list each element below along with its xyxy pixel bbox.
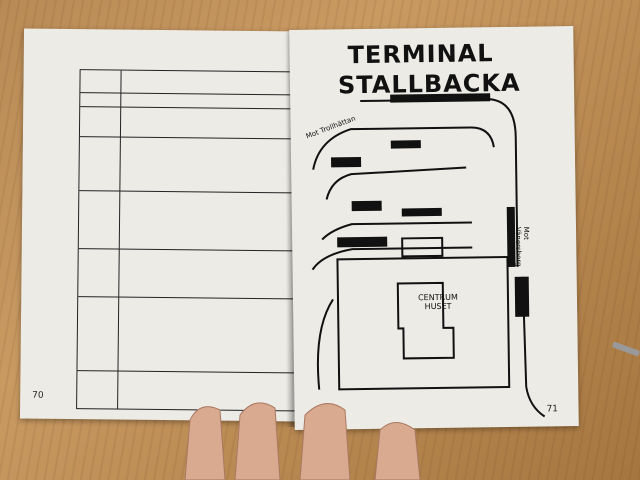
table-divider	[117, 70, 122, 409]
finger-1	[184, 406, 226, 480]
road-top	[360, 98, 519, 267]
bus-bay-left	[331, 157, 362, 168]
table-divider	[79, 190, 306, 194]
fingers	[184, 402, 421, 480]
table-divider	[77, 370, 304, 374]
bus-bay-mid-2	[351, 200, 382, 212]
direction-label-right: Mot Vänersborg	[513, 226, 531, 267]
table-divider	[80, 92, 307, 96]
table-divider	[79, 136, 306, 140]
timetable	[76, 69, 308, 412]
road-inner-1	[312, 126, 495, 170]
right-page: TERMINAL STALLBACKA	[289, 26, 579, 430]
building-small	[401, 236, 444, 258]
terminal-map	[311, 93, 546, 418]
bus-bay-top	[390, 93, 491, 103]
road-inner-2	[325, 166, 467, 200]
road-right	[521, 276, 546, 418]
table-divider	[78, 296, 305, 300]
centrum-building	[396, 281, 455, 360]
bus-bay-right-2	[514, 276, 530, 317]
finger-3	[299, 403, 351, 480]
finger-4	[374, 422, 421, 480]
bus-bay-right	[506, 206, 516, 267]
building-label: CENTRUM HUSET	[417, 292, 458, 312]
bus-bay-low	[337, 236, 388, 248]
road-inner-4	[311, 246, 473, 271]
finger-2	[234, 402, 281, 480]
table-divider	[80, 106, 307, 110]
bus-bay-mid	[390, 140, 421, 149]
bus-bay-mid-3	[401, 207, 442, 217]
table-divider	[78, 248, 305, 252]
road-inner-3	[321, 221, 472, 241]
left-page: 70	[19, 28, 308, 422]
centrum-block	[336, 255, 511, 391]
right-page-number: 71	[546, 404, 559, 415]
road-left	[316, 298, 334, 390]
left-page-number: 70	[32, 390, 44, 401]
